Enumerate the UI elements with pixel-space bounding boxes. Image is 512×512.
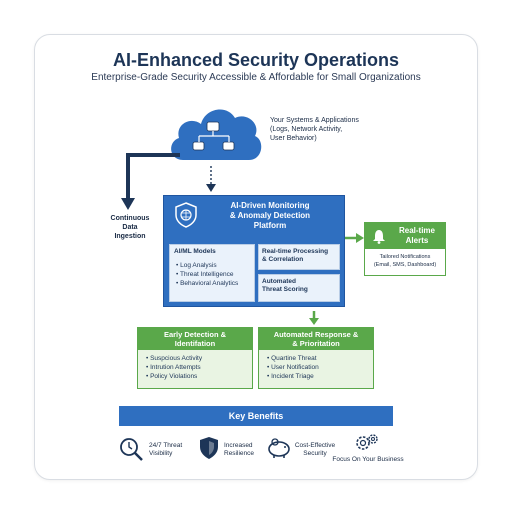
response-list: Quartine Threat User Notification Incide… — [259, 350, 373, 381]
alerts-detail-1: Tailored Notifications — [379, 254, 431, 260]
detection-item: Suspcious Activity — [146, 354, 252, 363]
detection-box: Early Detection & Identifation Suspcious… — [137, 327, 253, 389]
benefit-line-1: 24/7 Threat — [149, 442, 183, 449]
platform-title-2: & Anomaly Detection — [229, 211, 311, 220]
alerts-box: Real-time Alerts Tailored Notifications … — [364, 222, 446, 276]
piggy-bank-icon — [268, 438, 290, 458]
detection-title-1: Early Detection & — [163, 330, 227, 339]
alerts-detail-2: (Email, SMS, Dashboard) — [373, 262, 437, 268]
scoring-line-2: Threat Scoring — [262, 286, 308, 293]
ingestion-line-1: Continuous — [110, 215, 150, 222]
source-label: Your Systems & Applications (Logs, Netwo… — [270, 116, 380, 143]
bell-icon — [373, 230, 385, 244]
brain-shield-icon — [175, 202, 197, 228]
benefit-cost: Cost-Effective Security — [290, 442, 340, 458]
ingestion-line-2: Data — [122, 224, 138, 231]
response-item: Quartine Threat — [267, 354, 373, 363]
platform-title-3: Platform — [253, 221, 287, 230]
platform-panel: AI-Driven Monitoring & Anomaly Detection… — [163, 195, 345, 307]
ai-models-title: AI/ML Models — [174, 248, 216, 255]
platform-title: AI-Driven Monitoring & Anomaly Detection… — [200, 201, 340, 231]
response-title-2: & Prioritation — [292, 339, 340, 348]
benefit-line-1: Increased — [224, 442, 253, 449]
ai-models-box: AI/ML Models Log Analysis Threat Intelli… — [169, 244, 255, 302]
benefit-line-2: Resilience — [224, 450, 254, 457]
ingestion-label: Continuous Data Ingestion — [100, 214, 160, 241]
source-detail-1: (Logs, Network Activity, — [270, 126, 343, 133]
response-title-1: Automated Response & — [273, 330, 359, 339]
platform-title-1: AI-Driven Monitoring — [230, 201, 310, 210]
detection-list: Suspcious Activity Intrution Attempts Po… — [138, 350, 252, 381]
detection-item: Intrution Attempts — [146, 363, 252, 372]
detection-header: Early Detection & Identifation — [138, 328, 252, 350]
alerts-title-2: Alerts — [405, 236, 429, 245]
key-benefits-bar: Key Benefits — [119, 406, 393, 426]
detection-title-2: Identifation — [174, 339, 216, 348]
ai-model-item: Log Analysis — [176, 261, 254, 270]
response-header: Automated Response & & Prioritation — [259, 328, 373, 350]
benefit-line-2: Visibility — [149, 450, 173, 457]
scoring-box: Automated Threat Scoring — [258, 274, 340, 302]
benefit-line-2: Security — [303, 450, 327, 457]
ai-models-list: Log Analysis Threat Intelligence Behavio… — [170, 256, 254, 288]
page-subtitle: Enterprise-Grade Security Accessible & A… — [91, 72, 421, 83]
benefit-line-1: Cost-Effective — [294, 442, 336, 449]
benefit-focus: Focus On Your Business — [332, 456, 404, 463]
magnifier-clock-icon — [120, 438, 143, 461]
source-title: Your Systems & Applications — [270, 117, 359, 124]
detection-item: Policy Violations — [146, 372, 252, 381]
source-detail-2: User Behavior) — [270, 135, 317, 142]
processing-line-1: Real-time Processing — [262, 248, 329, 255]
ingestion-line-3: Ingestion — [114, 233, 146, 240]
processing-line-2: & Correlation — [262, 256, 304, 263]
ai-model-item: Threat Intelligence — [176, 270, 254, 279]
alerts-detail: Tailored Notifications (Email, SMS, Dash… — [365, 253, 445, 269]
alerts-title: Real-time Alerts — [391, 226, 443, 246]
gears-icon — [356, 434, 378, 450]
processing-box: Real-time Processing & Correlation — [258, 244, 340, 270]
response-box: Automated Response & & Prioritation Quar… — [258, 327, 374, 389]
cloud-database-icon — [171, 109, 262, 160]
response-item: User Notification — [267, 363, 373, 372]
alerts-title-1: Real-time — [398, 226, 435, 235]
shield-icon — [200, 437, 218, 459]
scoring-line-1: Automated — [262, 278, 296, 285]
benefit-resilience: Increased Resilience — [224, 442, 269, 458]
page-title: AI-Enhanced Security Operations — [112, 50, 400, 70]
ai-model-item: Behavioral Analytics — [176, 279, 254, 288]
benefit-visibility: 24/7 Threat Visibility — [149, 442, 199, 458]
response-item: Incident Triage — [267, 372, 373, 381]
